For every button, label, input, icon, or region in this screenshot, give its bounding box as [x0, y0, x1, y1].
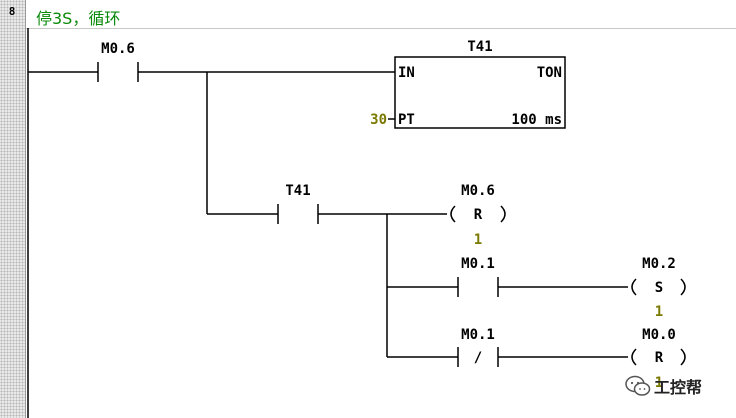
- timer-pt-label: PT: [398, 112, 415, 128]
- contact-symbol: /: [474, 350, 482, 366]
- coil-op: S: [655, 280, 663, 296]
- contact-m01[interactable]: M0.1: [457, 256, 499, 297]
- coil-count: 1: [655, 375, 663, 391]
- contact-t41[interactable]: T41: [277, 183, 319, 224]
- wechat-icon: [625, 375, 651, 396]
- coil-op: R: [655, 350, 664, 366]
- network-number: 8: [8, 5, 16, 18]
- contact-address: M0.1: [461, 256, 495, 272]
- contact-m01-nc[interactable]: M0.1 /: [457, 327, 499, 367]
- contact-address: M0.1: [461, 327, 495, 343]
- coil-count: 1: [474, 232, 482, 248]
- contact-m06[interactable]: M0.6: [97, 41, 139, 82]
- timer-pt-value[interactable]: 30: [370, 112, 387, 128]
- coil-address: M0.6: [461, 183, 495, 199]
- contact-address: T41: [285, 183, 310, 199]
- network-comment[interactable]: 停3S，循环: [36, 9, 121, 28]
- timer-type: TON: [537, 65, 562, 81]
- watermark: 工控帮: [624, 372, 730, 400]
- coil-op: R: [474, 207, 483, 223]
- coil-m02-set[interactable]: M0.2 S 1: [631, 256, 686, 320]
- coil-m00-reset[interactable]: M0.0 R 1: [631, 327, 686, 391]
- coil-m06-reset[interactable]: M0.6 R 1: [450, 183, 506, 248]
- timer-resolution: 100 ms: [511, 112, 562, 128]
- timer-in-label: IN: [398, 65, 415, 81]
- coil-address: M0.2: [642, 256, 676, 272]
- timer-name: T41: [467, 39, 492, 55]
- timer-block[interactable]: T41 IN TON PT 100 ms: [394, 39, 566, 129]
- watermark-text: 工控帮: [654, 378, 703, 397]
- network-separator: [26, 28, 736, 29]
- coil-address: M0.0: [642, 327, 676, 343]
- coil-count: 1: [655, 304, 663, 320]
- contact-address: M0.6: [101, 41, 135, 57]
- network-gutter: 8: [0, 0, 26, 418]
